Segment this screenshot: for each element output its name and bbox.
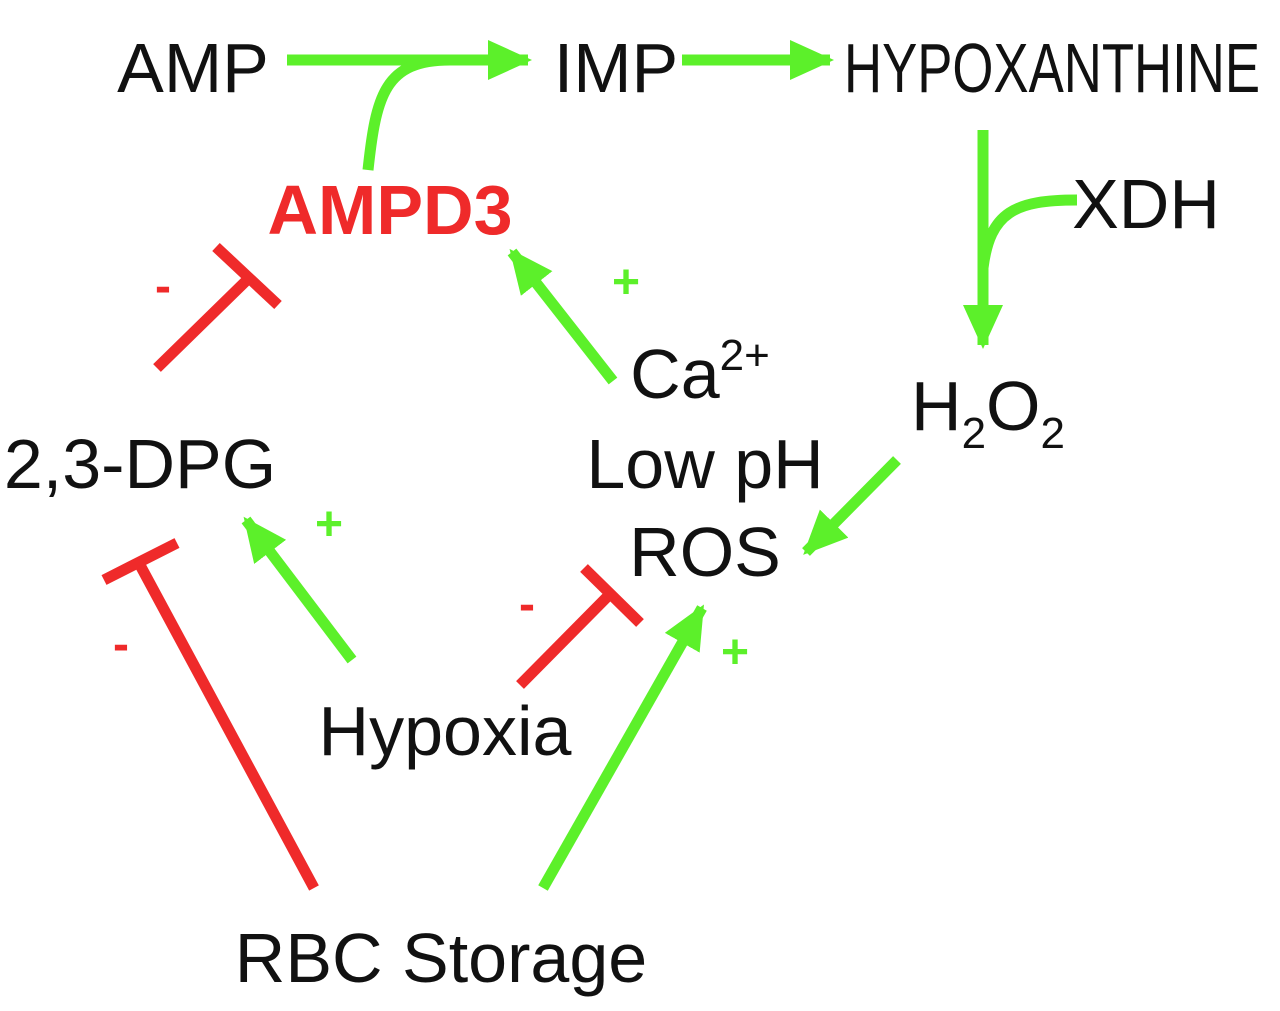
edge-xdh-catalyzes (977, 194, 1078, 269)
edge-storage-inhibits-dpg-bar (101, 538, 180, 585)
sign-dpg-inhibits-ampd3: - (155, 260, 171, 313)
edge-ca-to-ampd3 (507, 248, 618, 385)
node-imp: IMP (554, 29, 678, 107)
calcium-superscript: 2+ (720, 331, 770, 380)
edge-storage-to-ros (538, 604, 707, 891)
node-hypoxanthine: HYPOXANTHINE (844, 29, 1260, 107)
activation-edges (241, 40, 1078, 891)
sign-ca-activates-ampd3: + (612, 256, 640, 309)
calcium-base: Ca (630, 335, 720, 413)
node-ampd3: AMPD3 (267, 171, 512, 249)
h2o2-subscript-1: 2 (962, 409, 986, 458)
h2o2-o: O (986, 367, 1040, 445)
edge-hypoxia-to-dpg (241, 516, 357, 664)
edge-ampd3-catalyzes (362, 54, 451, 171)
edge-storage-inhibits-dpg (135, 562, 319, 891)
edge-hypoxia-inhibits-ros (516, 588, 616, 689)
node-ros: ROS (629, 513, 781, 591)
sign-hypoxia-activates-dpg: + (315, 498, 343, 551)
node-xdh: XDH (1072, 165, 1220, 243)
inhibition-edges (101, 242, 644, 891)
node-hypoxia: Hypoxia (319, 692, 572, 770)
node-h2o2: H2O2 (911, 367, 1065, 458)
edge-hypoxia-inhibits-ros-bar (580, 564, 644, 627)
sign-storage-inhibits-dpg: - (113, 618, 129, 671)
node-labels: AMP IMP HYPOXANTHINE AMPD3 XDH H2O2 Ca2+… (4, 29, 1260, 997)
h2o2-h: H (911, 367, 962, 445)
edge-signs: - + + - - + (113, 256, 749, 679)
h2o2-subscript-2: 2 (1041, 409, 1065, 458)
edge-h2o2-to-ros (802, 456, 901, 556)
node-low-ph: Low pH (586, 425, 823, 503)
node-amp: AMP (117, 29, 269, 107)
node-calcium: Ca2+ (630, 331, 770, 413)
sign-hypoxia-inhibits-ros: - (519, 578, 535, 631)
edge-dpg-inhibits-ampd3 (153, 276, 251, 372)
node-dpg: 2,3-DPG (4, 425, 276, 503)
edge-dpg-inhibits-ampd3-bar (212, 242, 282, 310)
sign-storage-activates-ros: + (721, 626, 749, 679)
node-rbc-storage: RBC Storage (235, 919, 647, 997)
